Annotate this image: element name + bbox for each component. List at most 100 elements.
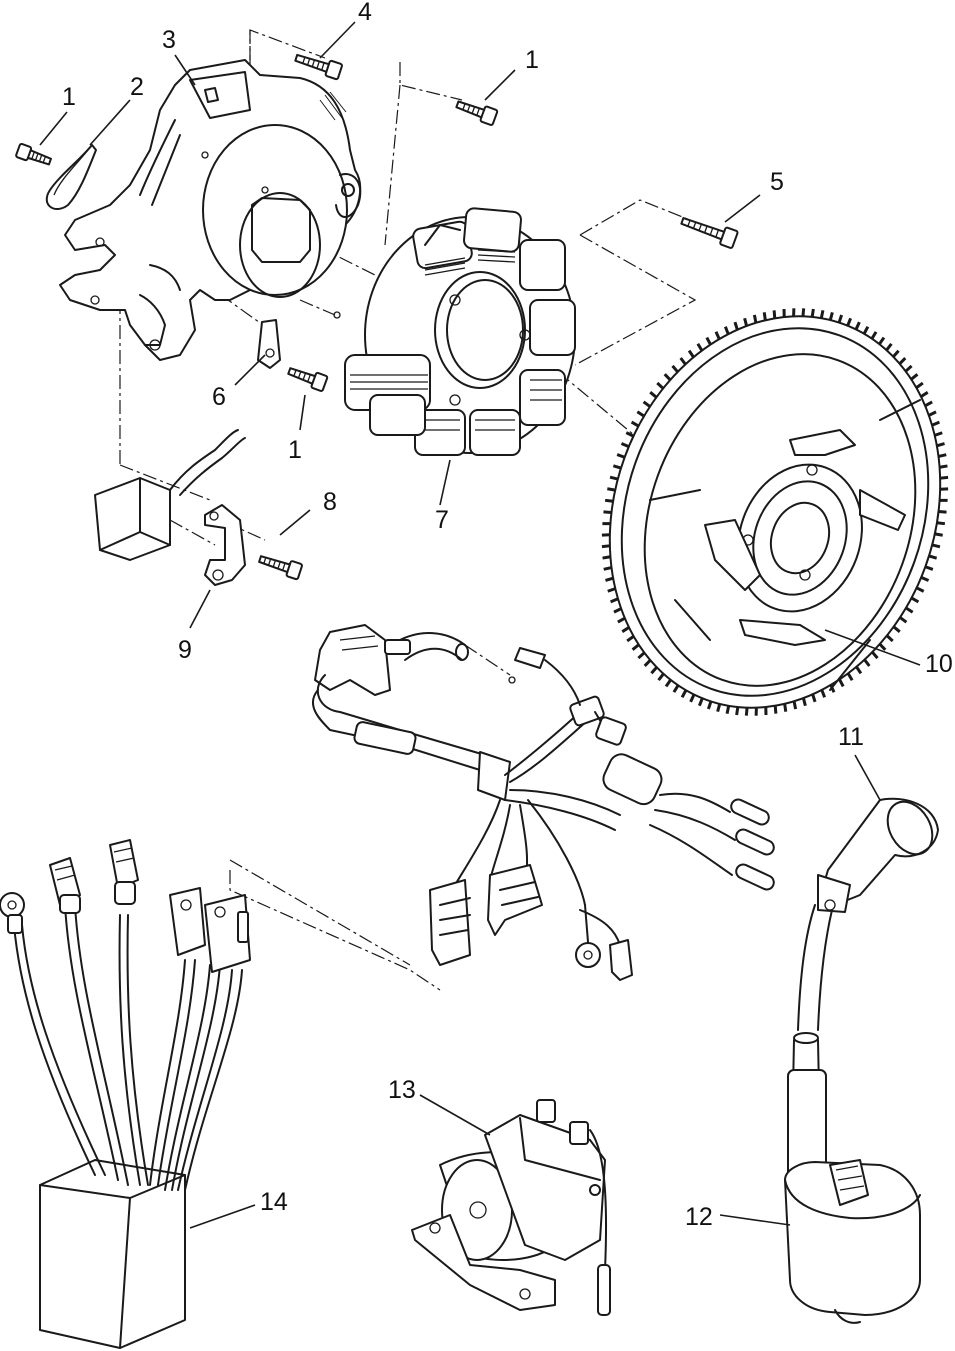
gear-tooth [643, 659, 652, 667]
gear-tooth [862, 326, 870, 335]
gear-tooth [801, 308, 806, 317]
gear-tooth [838, 678, 845, 688]
callout-13: 13 [388, 1076, 416, 1104]
starter-solenoid [411, 1099, 611, 1316]
gear-tooth [810, 308, 815, 318]
flywheel [601, 308, 949, 716]
wiring-harness [311, 624, 775, 981]
gear-tooth [680, 689, 688, 698]
gear-tooth [915, 586, 925, 593]
callout-4: 4 [358, 0, 372, 26]
gear-tooth [603, 566, 612, 571]
gear-tooth [603, 510, 612, 514]
gear-tooth [689, 693, 696, 703]
gear-tooth [697, 697, 704, 707]
gear-tooth [743, 317, 749, 327]
stator-coil [344, 207, 576, 456]
gear-tooth [892, 349, 900, 358]
gear-tooth [725, 705, 731, 714]
callout-5: 5 [770, 168, 784, 196]
screw-icon [455, 100, 499, 126]
gear-tooth [607, 587, 616, 593]
gear-tooth [928, 554, 938, 560]
gear-tooth [723, 326, 730, 335]
screw-icon [294, 53, 343, 81]
gear-tooth [819, 310, 825, 319]
gear-tooth [811, 693, 817, 703]
callout-8: 8 [323, 488, 337, 516]
gear-tooth [744, 707, 749, 716]
cdi-box [0, 839, 251, 1349]
gear-tooth [792, 700, 798, 710]
gear-tooth [931, 420, 940, 427]
callout-14: 14 [260, 1188, 288, 1216]
gear-tooth [613, 607, 622, 614]
gear-tooth [931, 543, 941, 549]
gear-tooth [637, 651, 646, 660]
gear-tooth [934, 431, 943, 437]
callout-7: 7 [435, 506, 449, 534]
gear-tooth [920, 391, 929, 398]
leader-lines [39, 21, 921, 1229]
gear-tooth [649, 391, 658, 399]
gear-tooth [706, 700, 713, 710]
gear-tooth [871, 651, 879, 660]
gear-tooth [650, 666, 658, 675]
gear-tooth [938, 453, 947, 458]
callout-1a: 1 [62, 83, 76, 111]
gear-tooth [936, 521, 946, 526]
callout-6: 6 [212, 383, 226, 411]
gear-tooth [904, 364, 913, 373]
gear-tooth [828, 311, 834, 321]
screw-icon [287, 367, 329, 392]
callout-2: 2 [130, 73, 144, 101]
gear-tooth [752, 314, 758, 324]
gear-tooth [612, 464, 622, 470]
gear-tooth [735, 706, 740, 716]
gear-tooth [664, 678, 672, 688]
gear-tooth [625, 431, 635, 438]
gear-tooth [687, 349, 695, 359]
gear-tooth [915, 381, 924, 389]
gear-tooth [657, 672, 665, 682]
gear-tooth [663, 373, 672, 382]
gear-tooth [928, 410, 937, 417]
gear-tooth [616, 453, 626, 459]
clip-icon [45, 144, 97, 210]
gear-tooth [621, 626, 630, 633]
gear-tooth [602, 555, 611, 560]
callout-1c: 1 [288, 436, 302, 464]
gear-tooth [924, 400, 933, 408]
gear-tooth [609, 475, 619, 481]
gear-tooth [626, 635, 635, 643]
stator-plate [59, 59, 362, 361]
gear-tooth [773, 705, 778, 714]
gear-tooth [607, 487, 616, 492]
gear-tooth [905, 606, 914, 614]
gear-tooth [878, 336, 886, 346]
pickup-assembly [94, 429, 246, 586]
callout-11: 11 [838, 723, 864, 751]
gear-tooth [910, 373, 919, 381]
gear-tooth [762, 312, 767, 321]
gear-tooth [656, 381, 665, 390]
gear-tooth [910, 596, 920, 604]
gear-tooth [672, 684, 680, 693]
gear-tooth [716, 703, 722, 713]
gear-tooth [936, 442, 945, 448]
screw-icon [680, 217, 739, 249]
gear-tooth [696, 343, 704, 352]
gear-tooth [679, 357, 687, 366]
gear-tooth [870, 331, 878, 340]
gear-tooth [642, 400, 651, 408]
gear-tooth [772, 310, 777, 319]
gear-tooth [636, 410, 645, 418]
callout-1b: 1 [525, 46, 539, 74]
gear-tooth [783, 703, 788, 712]
gear-tooth [631, 643, 640, 651]
gear-tooth [924, 565, 934, 571]
gear-tooth [885, 634, 894, 643]
gear-tooth [604, 498, 614, 503]
gear-tooth [671, 364, 679, 373]
